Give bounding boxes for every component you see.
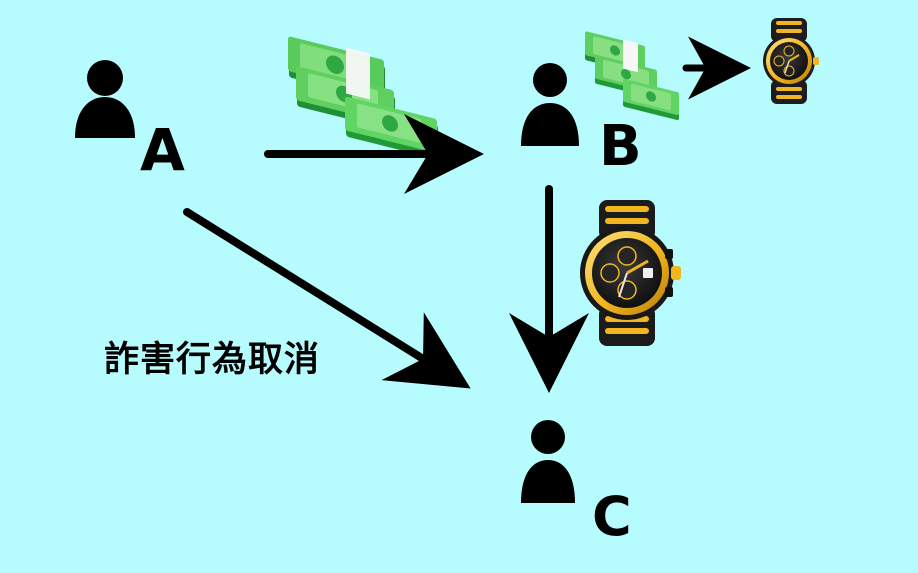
arrow-a-to-c <box>183 208 471 389</box>
money-stack-large-icon <box>288 36 438 159</box>
watch-large-icon <box>580 200 681 346</box>
person-c-icon <box>521 420 575 503</box>
person-a-icon <box>75 60 135 138</box>
node-b-label: B <box>599 114 642 179</box>
money-stack-small-icon <box>585 31 679 120</box>
fraudulent-transfer-label: 詐害行為取消 <box>104 340 321 380</box>
watch-small-icon <box>763 18 819 104</box>
node-c-label: C <box>592 485 632 548</box>
node-a-label: A <box>140 116 185 184</box>
person-b-icon <box>521 63 579 146</box>
